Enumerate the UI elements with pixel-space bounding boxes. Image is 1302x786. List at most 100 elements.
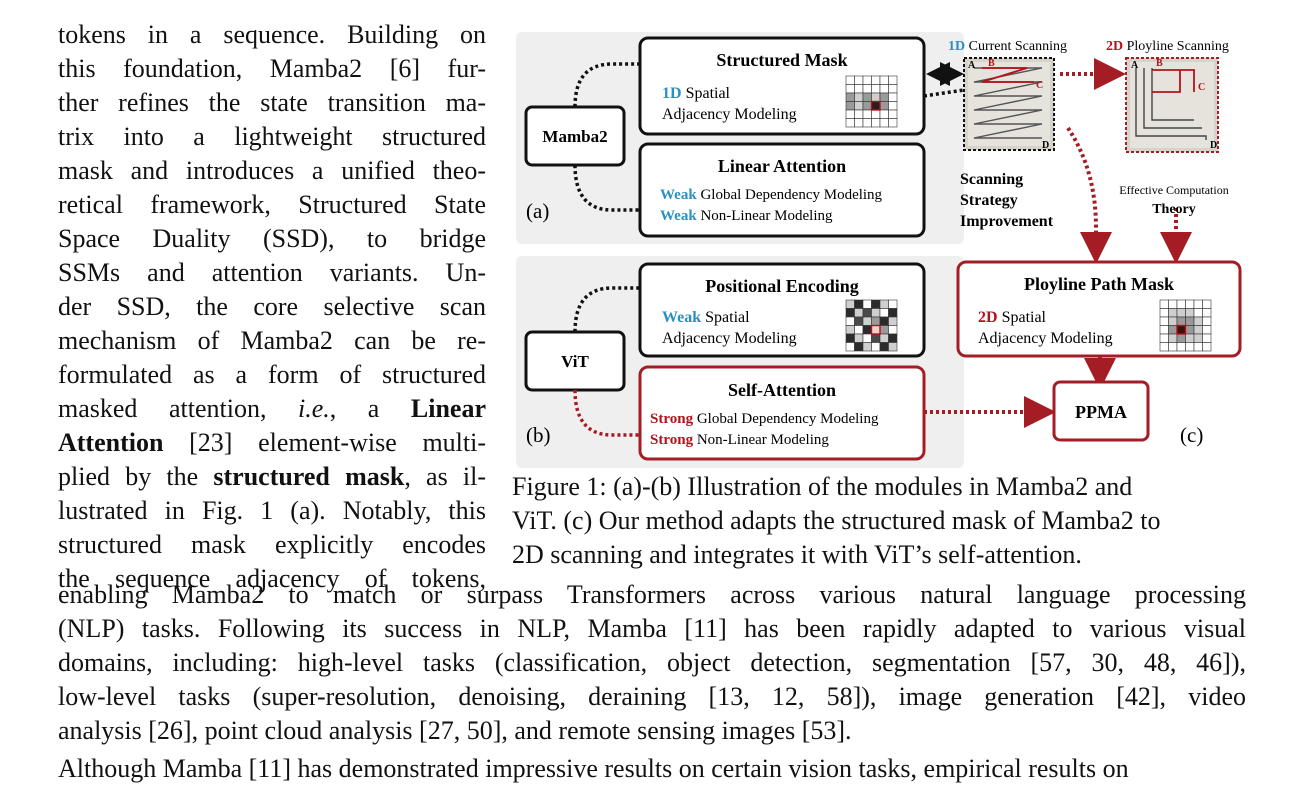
scanning-improvement-line1: Scanning [960,171,1023,188]
current-scan-photo-placeholder [968,62,1050,146]
ppm-title: Ployline Path Mask [1024,274,1174,294]
mask-grid-2d [1159,299,1212,352]
text-line: the sequence adjacency of tokens, [58,564,486,593]
mask-cell [845,118,855,128]
mask-cell [1159,316,1169,326]
effective-computation-label: Effective Computation [1119,183,1228,197]
theory-label: Theory [1152,202,1196,217]
mask-cell [888,101,898,111]
mask-cell [879,101,889,111]
connector-a-bottom [573,164,640,212]
mask-cell [862,92,872,102]
mask-cell [845,316,855,326]
text-line: Attention [23] element-wise multi- [58,428,486,457]
mask-cell [1185,316,1195,326]
text-line: structured mask explicitly encodes [58,530,486,559]
bold-linear: Linear [410,394,487,423]
mask-cell [879,75,889,85]
text-line: formulated as a form of structured [58,360,486,389]
mask-cell [871,333,881,343]
figure-1: Mamba2 (a) Structured Mask 1D Spatial Ad… [512,30,1257,470]
caption-line: ViT. (c) Our method adapts the structure… [512,506,1161,535]
mask-cell [879,325,889,335]
text-line: analysis [26], point cloud analysis [27,… [58,716,852,745]
mask-cell [845,101,855,111]
mask-cell [845,325,855,335]
mask-cell [1159,325,1169,335]
scanning-improvement-line3: Improvement [960,213,1054,230]
mask-cell [845,342,855,352]
polyline-scan-path [1135,68,1207,140]
structured-mask-title: Structured Mask [716,50,847,70]
mask-cell [845,308,855,318]
mask-cell [1176,299,1186,309]
text-line: ther refines the state transition ma- [58,88,486,117]
point-a-label-2d: A [1131,60,1139,71]
mask-cell [1168,342,1178,352]
mask-cell [854,118,864,128]
mask-cell [879,92,889,102]
positional-encoding-line1: Weak Spatial [662,309,750,326]
point-a-label: A [968,60,976,71]
mask-cell [1176,333,1186,343]
raster-scan-path [973,67,1043,139]
panel-a-label: (a) [526,199,549,223]
mask-cell [871,299,881,309]
mask-cell [854,316,864,326]
mask-cell [1202,316,1212,326]
panel-b-label: (b) [526,423,551,447]
mask-cell [871,308,881,318]
mask-cell [871,316,881,326]
point-b-label: B [988,58,995,69]
mask-cell [854,84,864,94]
mask-cell [1193,299,1203,309]
ppma-label: PPMA [1075,402,1127,422]
mask-cell [1185,325,1195,335]
text-line: this foundation, Mamba2 [6] fur- [58,54,486,83]
text-line: enabling Mamba2 to match or surpass Tran… [58,580,1246,609]
mask-cell [1193,316,1203,326]
mask-cell [888,325,898,335]
mask-cell [1185,299,1195,309]
mask-cell [1159,342,1169,352]
mask-cell [1168,316,1178,326]
text-line: lustrated in Fig. 1 (a). Notably, this [58,496,486,525]
mask-cell [879,84,889,94]
mask-cell [854,101,864,111]
mask-cell [845,75,855,85]
caption-line: Figure 1: (a)-(b) Illustration of the mo… [512,472,1133,501]
body-paragraph: enabling Mamba2 to match or surpass Tran… [58,578,1246,748]
text-line: low-level tasks (super-resolution, denoi… [58,682,1246,711]
mask-cell [854,92,864,102]
mask-cell [888,75,898,85]
mask-cell [1176,316,1186,326]
polyline-scanning-label: 2D Ployline Scanning [1106,39,1229,54]
polyline-scan-highlight [1152,69,1195,93]
text-line: (NLP) tasks. Following its success in NL… [58,614,1246,643]
structured-mask-line1: 1D Spatial [662,85,731,102]
mask-cell [888,333,898,343]
mask-cell [871,75,881,85]
point-c-label: C [1036,80,1043,91]
mask-cell [862,101,872,111]
mask-cell [845,333,855,343]
self-attention-line1: Strong Global Dependency Modeling [650,411,879,427]
text-line: tokens in a sequence. Building on [58,20,486,49]
mask-grid-random [845,299,898,352]
mask-cell [871,84,881,94]
text-line: trix into a lightweight structured [58,122,486,151]
mask-grid-1d [845,75,898,128]
mask-cell [888,308,898,318]
mask-cell [862,109,872,119]
bold-attention: Attention [58,428,164,457]
mask-cell [1168,325,1178,335]
mask-cell [862,325,872,335]
mask-cell [1202,308,1212,318]
mask-cell [1193,333,1203,343]
mask-cell [845,109,855,119]
mask-cell [888,316,898,326]
mask-cell [1159,333,1169,343]
vit-label: ViT [561,352,589,371]
mask-cell [1202,342,1212,352]
mask-cell [1202,333,1212,343]
